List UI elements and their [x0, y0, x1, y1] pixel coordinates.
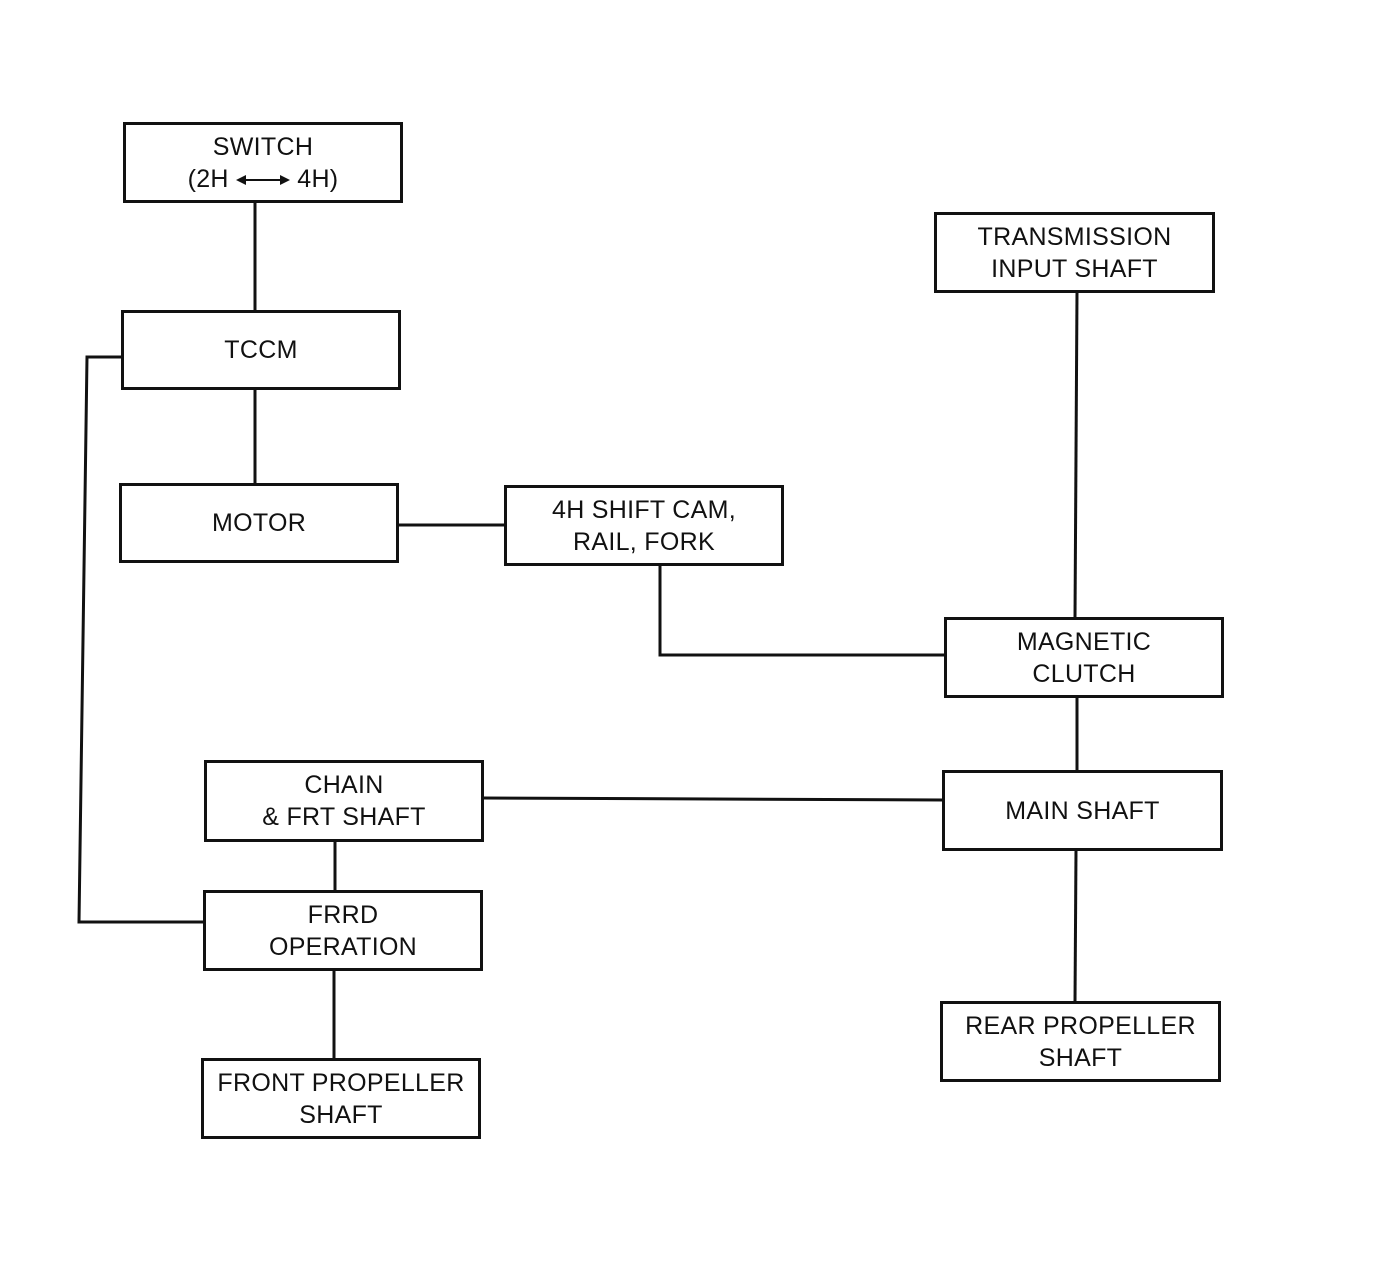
switch-mode-4h: 4H) [297, 164, 339, 193]
frrd-operation-label-line1: FRRD [307, 900, 379, 929]
switch-box: SWITCH (2H 4H) [123, 122, 403, 203]
main-shaft-label: MAIN SHAFT [1005, 796, 1160, 825]
rear-propeller-shaft-box: REAR PROPELLER SHAFT [940, 1001, 1221, 1082]
front-propeller-label-line1: FRONT PROPELLER [217, 1068, 465, 1097]
main-shaft-box: MAIN SHAFT [942, 770, 1223, 851]
connector-main-shaft-chain [482, 796, 945, 802]
chain-frt-shaft-label-line2: & FRT SHAFT [262, 803, 426, 831]
connector-main-shaft-rear-propeller [1073, 849, 1078, 1003]
front-propeller-shaft-box: FRONT PROPELLER SHAFT [201, 1058, 481, 1139]
connector-tccm-frrd [77, 355, 205, 924]
chain-frt-shaft-label-line1: CHAIN [304, 771, 384, 799]
tccm-label: TCCM [224, 336, 298, 364]
transmission-input-shaft-box: TRANSMISSION INPUT SHAFT [934, 212, 1215, 293]
chain-frt-shaft-box: CHAIN & FRT SHAFT [204, 760, 484, 842]
frrd-operation-box: FRRD OPERATION [203, 890, 483, 971]
shift-cam-label-line1: 4H SHIFT CAM, [551, 495, 736, 524]
magnetic-clutch-box: MAGNETIC CLUTCH [944, 617, 1224, 698]
double-arrow-icon [236, 174, 290, 185]
rear-propeller-label-line1: REAR PROPELLER [965, 1011, 1196, 1040]
front-propeller-label-line2: SHAFT [299, 1100, 383, 1129]
motor-box: MOTOR [119, 483, 399, 563]
switch-label: SWITCH [212, 132, 314, 161]
transmission-input-label-line1: TRANSMISSION [977, 222, 1172, 251]
shift-cam-box: 4H SHIFT CAM, RAIL, FORK [504, 485, 784, 566]
connector-input-shaft-clutch [1073, 291, 1079, 619]
shift-cam-label-line2: RAIL, FORK [573, 527, 715, 556]
transmission-input-label-line2: INPUT SHAFT [991, 254, 1158, 283]
motor-label: MOTOR [211, 509, 307, 537]
connector-shift-cam-clutch [658, 565, 946, 657]
switch-mode-row: (2H 4H) [188, 163, 339, 195]
switch-mode-2h: (2H [187, 164, 229, 193]
magnetic-clutch-label-line1: MAGNETIC [1016, 627, 1152, 656]
rear-propeller-label-line2: SHAFT [1038, 1043, 1123, 1072]
frrd-operation-label-line2: OPERATION [268, 932, 418, 961]
tccm-box: TCCM [121, 310, 401, 390]
magnetic-clutch-label-line2: CLUTCH [1032, 659, 1136, 688]
